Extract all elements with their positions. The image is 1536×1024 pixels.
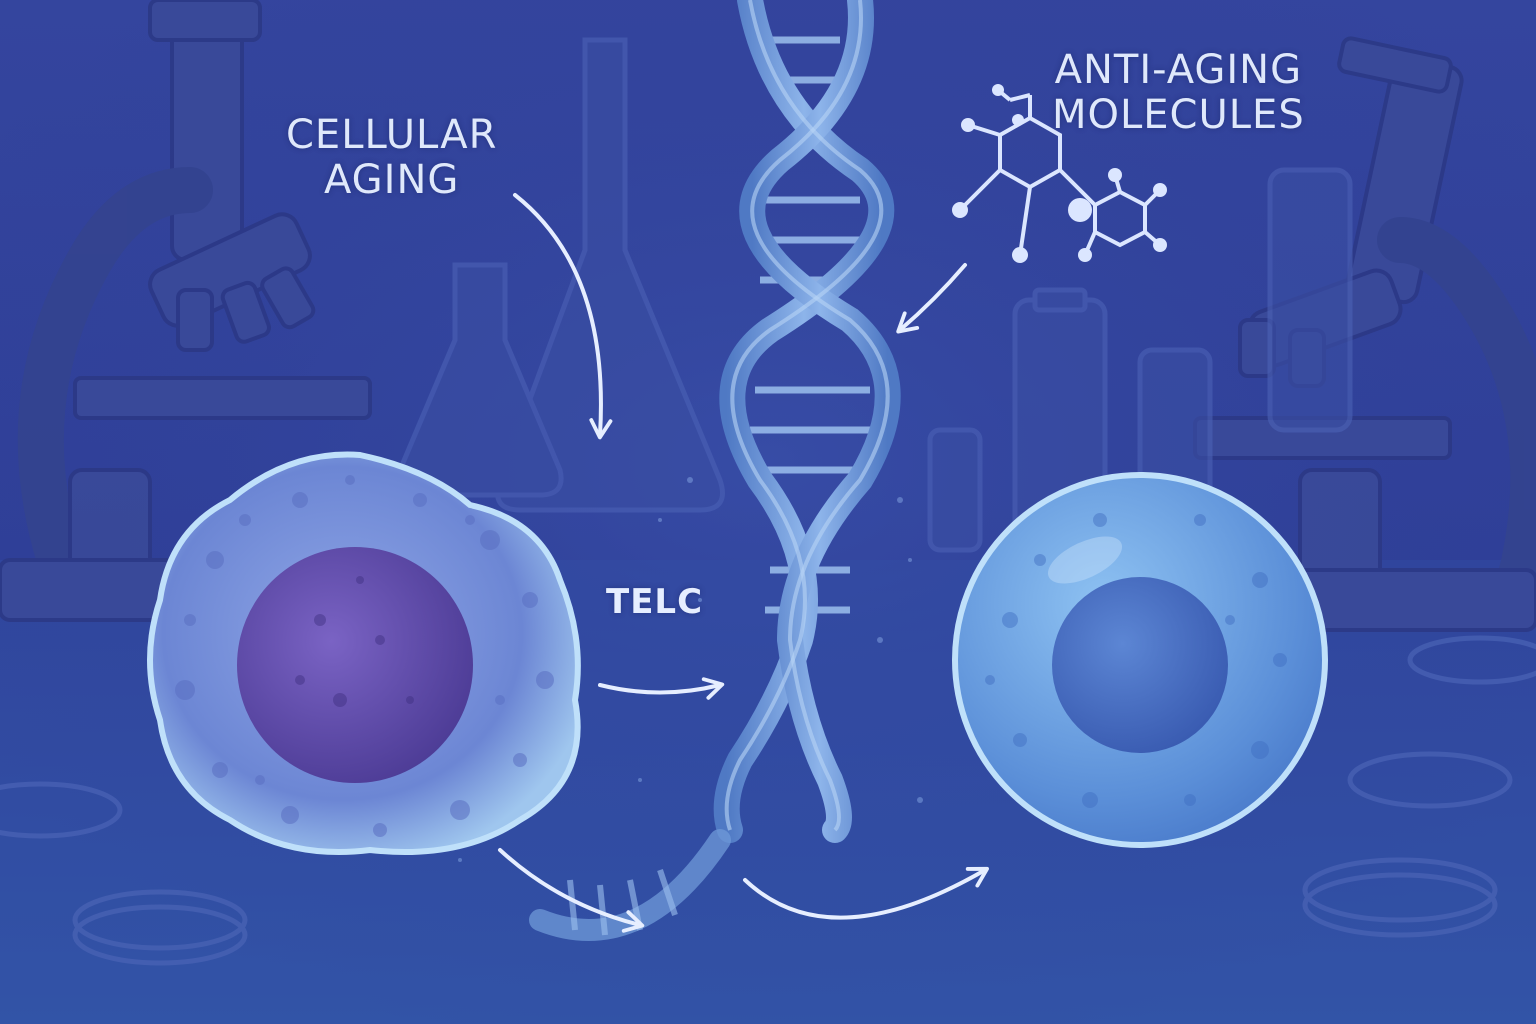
petri-dish-icon [0,635,1536,966]
cellular-aging-label: CELLULAR AGING [286,113,497,203]
cellular-aging-label-line-1: CELLULAR [286,112,498,158]
telo-label: TELC [606,582,704,622]
anti-aging-molecules-label: ANTI-AGING MOLECULES [1052,48,1305,138]
dna-double-helix-icon [529,0,901,941]
arrow-icon [498,193,989,933]
lab-bottle-icon [927,427,983,553]
anti-aging-label-line-1: ANTI-AGING [1054,47,1303,93]
anti-aging-label-line-2: MOLECULES [1052,91,1305,138]
cellular-aging-label-line-2: AGING [324,156,460,203]
young-cell-icon [952,472,1328,848]
molecule-structure-icon [952,84,1167,263]
aged-cell-icon [147,451,581,855]
